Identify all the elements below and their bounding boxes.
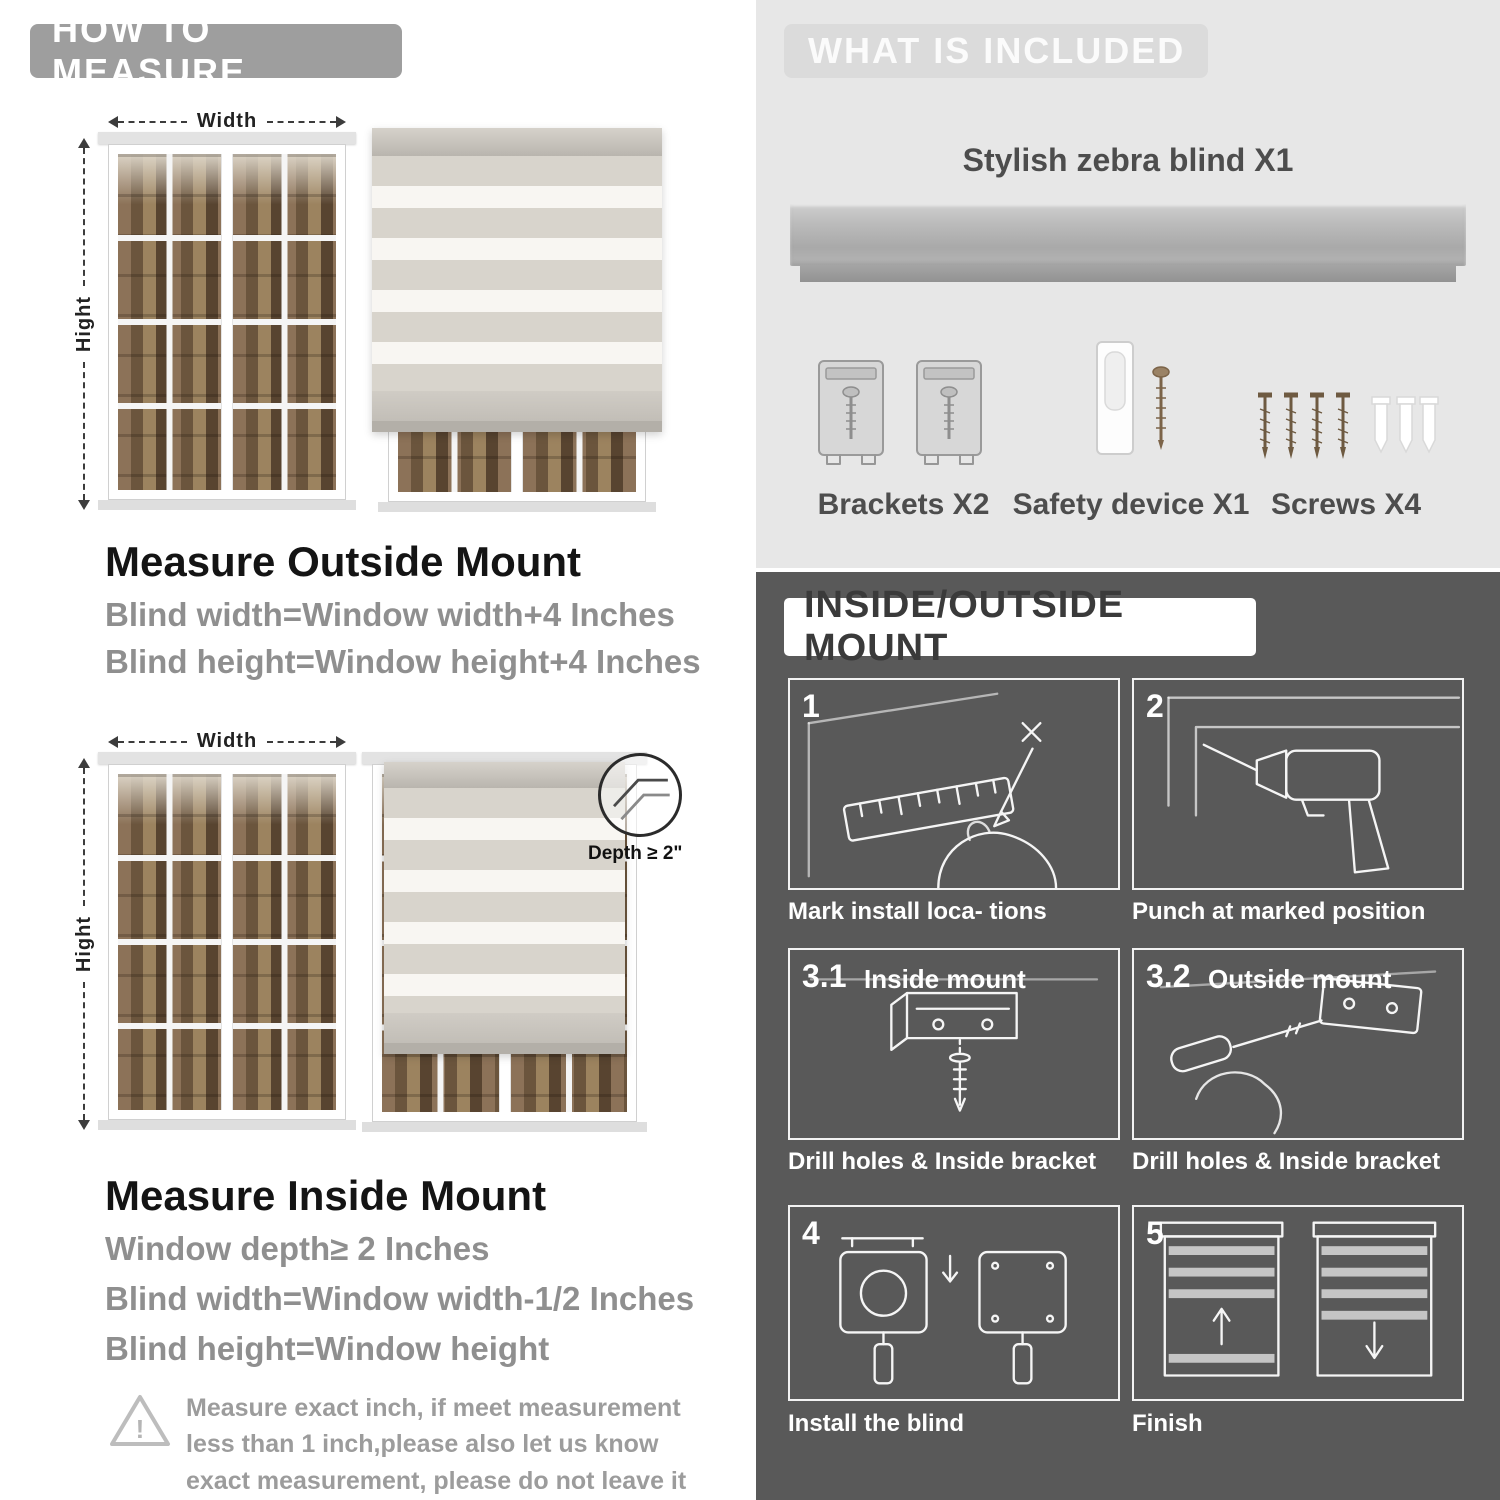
mount-instructions-section: INSIDE/OUTSIDE MOUNT 1 <box>756 572 1500 1500</box>
step-box-1: 1 <box>788 678 1120 890</box>
arrow-up-icon <box>78 138 90 148</box>
width-measure-inside: Width <box>108 730 347 753</box>
step-number: 5 <box>1146 1215 1164 1251</box>
arrow-left-icon <box>108 115 118 128</box>
depth-zoom-circle <box>598 753 682 837</box>
depth-callout-label: Depth ≥ 2" <box>588 843 683 864</box>
blind-roll <box>384 1013 625 1043</box>
inside-spec-depth: Window depth≥ 2 Inches <box>105 1230 490 1267</box>
arrow-up-icon <box>78 758 90 768</box>
window-grid <box>118 154 221 490</box>
width-label: Width <box>196 110 258 132</box>
screws-icon <box>1251 385 1439 470</box>
blind-outside-mount <box>372 128 662 512</box>
width-measure-outside: Width <box>108 110 347 133</box>
brackets-icon <box>818 360 982 465</box>
step-caption-2: Punch at marked position <box>1132 898 1426 925</box>
measure-note: Measure exact inch, if meet measurement … <box>186 1394 687 1495</box>
corner-zoom-icon <box>612 778 670 821</box>
zebra-blind <box>384 762 625 1054</box>
step-title: Outside mount <box>1208 964 1392 994</box>
finish-illustration <box>1159 1221 1437 1377</box>
mount-header: INSIDE/OUTSIDE MOUNT <box>784 584 1256 669</box>
blind-cassette <box>372 128 662 156</box>
outside-bracket-illustration <box>1159 970 1437 1135</box>
how-to-measure-header: HOW TO MEASURE <box>30 9 402 92</box>
arrow-down-icon <box>78 1120 90 1130</box>
step-number: 2 <box>1146 688 1164 724</box>
inside-mount-title: Measure Inside Mount <box>105 1172 547 1219</box>
warning-triangle-icon: ! <box>110 1395 170 1446</box>
inside-spec-height: Blind height=Window height <box>105 1330 550 1367</box>
window-frame <box>108 144 346 500</box>
window-sash <box>118 154 221 490</box>
what-is-included-header: WHAT IS INCLUDED <box>784 24 1208 78</box>
step-caption-5: Finish <box>1132 1410 1203 1437</box>
blind-stripes <box>384 788 625 1013</box>
window-sash <box>233 154 336 490</box>
zebra-blind-headrail <box>790 204 1466 282</box>
arrow-down-icon <box>78 500 90 510</box>
window-mullion <box>221 154 233 490</box>
blind-rail <box>372 421 662 432</box>
step-caption-3-1: Drill holes & Inside bracket <box>788 1148 1097 1175</box>
window-grid <box>233 154 336 490</box>
blind-product-label: Stylish zebra blind X1 <box>962 142 1294 178</box>
inside-spec-width: Blind width=Window width-1/2 Inches <box>105 1280 695 1317</box>
step-caption-1: Mark install loca- tions <box>788 898 1047 925</box>
outside-spec-height: Blind height=Window height+4 Inches <box>105 643 701 680</box>
blind-rail <box>384 1043 625 1054</box>
step-box-3-1: 3.1 Inside mount <box>788 948 1120 1140</box>
drill-illustration <box>1167 696 1461 874</box>
screws-label: Screws X4 <box>1270 488 1422 521</box>
step-box-3-2: 3.2 Outside mount <box>1132 948 1464 1140</box>
step-number: 1 <box>802 688 820 724</box>
height-measure-inside: Hight <box>73 758 95 1130</box>
arrow-left-icon <box>108 735 118 748</box>
window-lintel <box>98 132 356 144</box>
step-number: 3.2 <box>1146 958 1191 994</box>
arrow-right-icon <box>336 735 347 748</box>
mark-locations-illustration <box>807 692 1058 888</box>
step-box-5: 5 <box>1132 1205 1464 1401</box>
outside-mount-title: Measure Outside Mount <box>105 538 582 585</box>
install-blind-illustration <box>839 1237 1067 1385</box>
step-box-4: 4 <box>788 1205 1120 1401</box>
window-inside-mount <box>98 752 356 1130</box>
safety-device-icon <box>1096 341 1170 455</box>
arrow-right-icon <box>336 115 347 128</box>
height-label: Hight <box>72 915 95 973</box>
brackets-label: Brackets X2 <box>817 488 990 521</box>
step-number: 3.1 <box>802 958 847 994</box>
step-caption-3-2: Drill holes & Inside bracket <box>1132 1148 1441 1175</box>
outside-spec-width: Blind width=Window width+4 Inches <box>105 596 675 633</box>
step-title: Inside mount <box>864 964 1026 994</box>
blind-cassette <box>384 762 625 788</box>
zebra-blind <box>372 128 662 432</box>
height-measure-outside: Hight <box>73 138 95 510</box>
what-is-included-section: WHAT IS INCLUDED Stylish zebra blind X1 <box>756 0 1500 568</box>
blind-inside-mount <box>362 752 647 1132</box>
blind-roll <box>372 391 662 421</box>
step-box-2: 2 <box>1132 678 1464 890</box>
step-caption-4: Install the blind <box>788 1410 965 1437</box>
step-number: 4 <box>802 1215 820 1251</box>
window-outside-mount <box>98 132 356 510</box>
window-sill <box>98 500 356 510</box>
safety-device-label: Safety device X1 <box>1012 488 1250 521</box>
height-label: Hight <box>72 295 95 353</box>
blind-stripes <box>372 156 662 391</box>
inside-bracket-illustration <box>809 978 1099 1112</box>
warning-mark: ! <box>136 1414 145 1444</box>
width-label: Width <box>196 730 258 752</box>
